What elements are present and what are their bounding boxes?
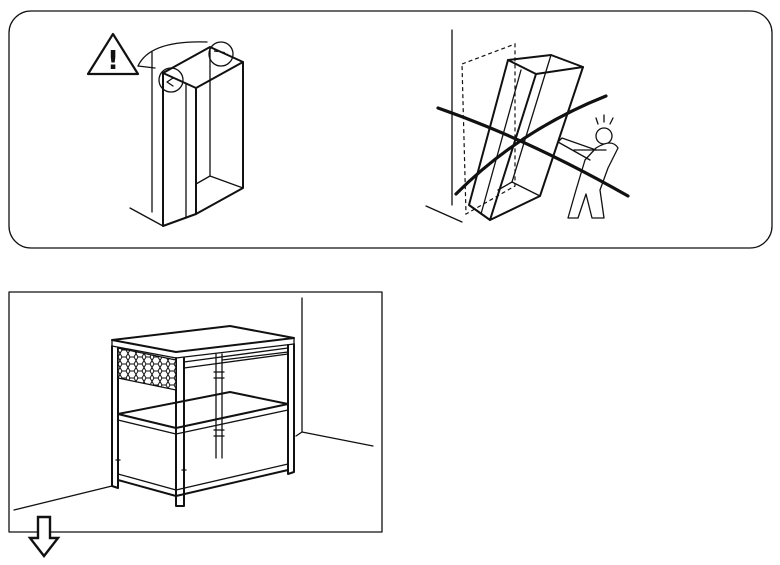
svg-text:!: ! xyxy=(107,46,119,76)
top-panel-frame xyxy=(8,10,773,249)
tilted-cabinet xyxy=(468,54,584,221)
bottom-panel xyxy=(8,291,383,533)
incorrect-tip-scene xyxy=(425,29,630,223)
top-panel: ! xyxy=(8,10,773,249)
rotation-arc xyxy=(137,41,208,67)
upright-ghost-outline xyxy=(461,43,516,216)
down-arrow-icon xyxy=(27,515,61,558)
open-cabinet xyxy=(111,325,295,507)
wall-edge xyxy=(129,51,164,227)
correct-tip-scene: ! xyxy=(86,32,244,227)
cabinet-frame xyxy=(162,46,244,227)
warning-icon: ! xyxy=(86,32,140,76)
prohibited-x-mark xyxy=(436,94,630,198)
person-figure xyxy=(557,114,619,219)
mesh-side-panel xyxy=(117,347,177,391)
detail-circle-side xyxy=(158,67,184,93)
wall-edge-right xyxy=(425,29,463,223)
detail-circle-top xyxy=(208,41,234,67)
room-wall-corner xyxy=(13,297,374,511)
bottom-panel-frame xyxy=(8,291,383,533)
